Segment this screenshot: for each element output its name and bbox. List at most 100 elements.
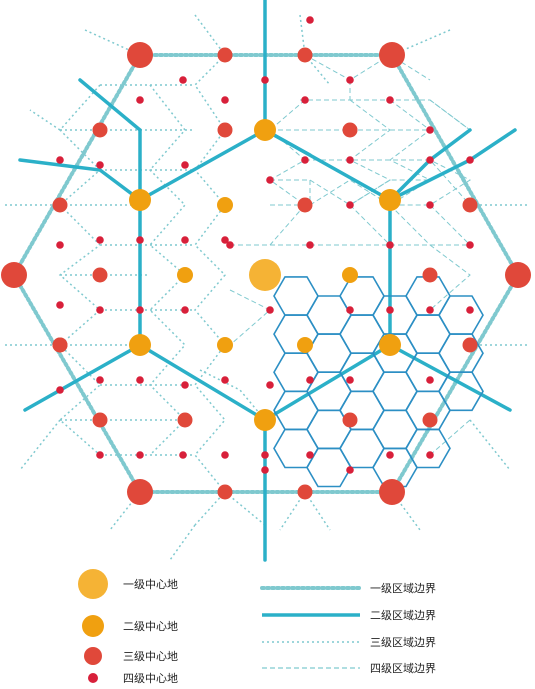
level4-center: [261, 76, 269, 84]
hex-cell: [273, 352, 319, 393]
level4-center: [221, 96, 229, 104]
hex-cell: [273, 276, 319, 316]
level4-center: [56, 241, 64, 249]
level4-center: [96, 376, 104, 384]
level2-center: [129, 334, 151, 356]
level4-center: [346, 76, 354, 84]
level3-center-large: [1, 262, 27, 288]
level2-center-small: [177, 267, 193, 283]
level1-center-dot: [249, 259, 281, 291]
level4-center: [136, 376, 144, 384]
level4-center: [266, 381, 274, 389]
hex-cell: [339, 428, 385, 469]
level3-center: [462, 337, 478, 353]
hex-cell: [438, 371, 484, 412]
fine-hex-grid: [273, 276, 484, 488]
level4-center: [266, 306, 274, 314]
level3-center: [422, 267, 438, 283]
hex-cell: [405, 314, 451, 355]
level4-center: [466, 156, 474, 164]
level4-center: [466, 306, 474, 314]
level4-center: [261, 466, 269, 474]
level4-center: [56, 156, 64, 164]
level4-centers: [56, 16, 474, 474]
level4-center: [306, 241, 314, 249]
level3-center: [462, 197, 478, 213]
legend-level3-label: 三级中心地: [123, 650, 178, 663]
level3-center: [297, 484, 313, 500]
hex-cell: [372, 295, 418, 335]
hex-cell: [273, 428, 319, 469]
level4-center: [346, 306, 354, 314]
level2-center-small: [217, 337, 233, 353]
level3-center: [217, 484, 233, 500]
level4-center: [181, 236, 189, 244]
hex-cell: [339, 314, 385, 355]
level4-center: [346, 201, 354, 209]
level3-center-large: [379, 42, 405, 68]
level4-center: [221, 236, 229, 244]
level4-center: [56, 301, 64, 309]
hex-cell: [306, 295, 352, 335]
legend-level4-boundary-label: 四级区域边界: [370, 662, 436, 675]
legend-level4-swatch: [88, 673, 98, 683]
level3-center: [342, 122, 358, 138]
level4-center: [426, 376, 434, 384]
level4-center: [179, 76, 187, 84]
level3-center: [422, 412, 438, 428]
hex-cell: [438, 333, 484, 374]
level4-center: [226, 241, 234, 249]
level3-center: [297, 197, 313, 213]
level3-center-large: [379, 479, 405, 505]
level4-center: [386, 96, 394, 104]
legend-level1-boundary-label: 一级区域边界: [370, 582, 436, 595]
level4-center: [346, 466, 354, 474]
level4-center: [221, 451, 229, 459]
legend-level2-label: 二级中心地: [123, 620, 178, 633]
level4-center: [426, 126, 434, 134]
legend-level4-label: 四级中心地: [123, 672, 178, 685]
level2-center: [379, 334, 401, 356]
hex-cell: [372, 371, 418, 412]
level4-boundary: [229, 54, 472, 456]
legend-level3-boundary-label: 三级区域边界: [370, 636, 436, 649]
level3-center: [297, 47, 313, 63]
level4-center: [181, 161, 189, 169]
level1-boundary: [11, 53, 521, 494]
level4-center: [96, 451, 104, 459]
legend-level2-boundary-label: 二级区域边界: [370, 609, 436, 622]
level4-center: [426, 306, 434, 314]
legend-level3-swatch: [84, 647, 102, 665]
level4-center: [179, 451, 187, 459]
legend-level1-label: 一级中心地: [123, 578, 178, 591]
level4-center: [301, 156, 309, 164]
level2-center-small: [217, 197, 233, 213]
level3-center: [92, 122, 108, 138]
level3-center: [52, 337, 68, 353]
hex-cell: [438, 295, 484, 335]
legend: 一级中心地 二级中心地 三级中心地 四级中心地 一级区域边界 二级区域边界 三级…: [78, 569, 436, 685]
level2-centers: [129, 119, 401, 431]
level2-center: [254, 409, 276, 431]
level4-center: [306, 16, 314, 24]
level3-center-large: [127, 42, 153, 68]
legend-level1-swatch: [78, 569, 108, 599]
level4-center: [181, 381, 189, 389]
level4-center: [96, 236, 104, 244]
level3-center: [342, 412, 358, 428]
level2-center: [254, 119, 276, 141]
level2-center-small: [342, 267, 358, 283]
hex-cell: [306, 333, 352, 374]
level4-center: [56, 386, 64, 394]
level4-center: [426, 451, 434, 459]
level4-center: [386, 241, 394, 249]
level4-center: [136, 236, 144, 244]
level4-center: [96, 161, 104, 169]
level4-center: [306, 451, 314, 459]
level4-center: [426, 156, 434, 164]
level4-center: [136, 306, 144, 314]
legend-level2-swatch: [82, 615, 104, 637]
level4-center: [181, 306, 189, 314]
level4-center: [346, 376, 354, 384]
level3-center: [92, 267, 108, 283]
